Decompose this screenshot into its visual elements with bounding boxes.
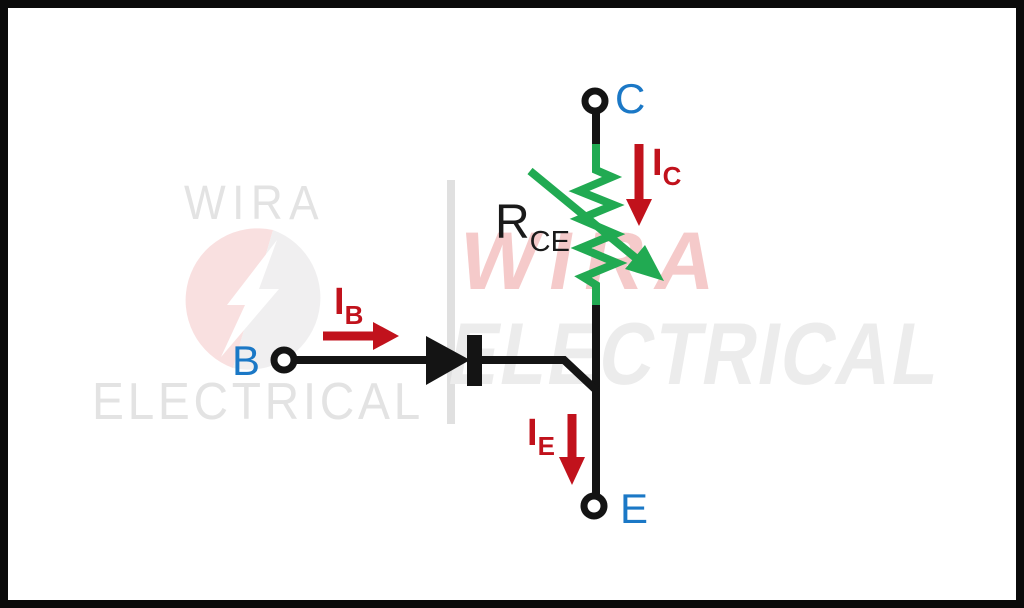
base-terminal-label: B [232, 337, 261, 384]
circuit-schematic [270, 87, 664, 520]
resistor-subscript: CE [529, 226, 570, 258]
collector-current-subscript: C [662, 161, 682, 191]
variable-resistor-arrowhead-icon [625, 245, 664, 281]
collector-current-label: IC [652, 142, 681, 189]
collector-current-arrowhead-icon [626, 199, 652, 226]
watermark-divider [447, 180, 455, 424]
collector-terminal-label: C [615, 75, 646, 122]
base-terminal-node [270, 346, 298, 374]
emitter-current-label: IE [527, 412, 555, 459]
base-current-subscript: B [344, 300, 364, 330]
watermark-layer: WIRA ELECTRICAL WIRA ELECTRICAL [8, 8, 1016, 600]
base-current-arrowhead-icon [373, 322, 399, 350]
watermark-brand-bottom-left: ELECTRICAL [92, 373, 424, 431]
diode-output-wire [482, 356, 599, 393]
emitter-current-subscript: E [537, 431, 555, 461]
diode-triangle-icon [426, 336, 470, 385]
variable-resistor-arrow-shaft [527, 167, 640, 263]
resistor-symbol: R [495, 196, 530, 249]
collector-terminal-node [581, 87, 609, 115]
base-current-label: IB [334, 281, 363, 328]
diode-cathode-bar-icon [467, 335, 482, 386]
logo-right-half [233, 230, 321, 370]
watermark-brand-top: WIRA [184, 177, 326, 230]
emitter-current-arrowhead-icon [559, 457, 585, 485]
resistor-label: RCE [495, 196, 570, 257]
brand-logo [185, 228, 321, 370]
emitter-current-symbol: I [527, 412, 538, 454]
base-current-symbol: I [334, 281, 345, 323]
emitter-terminal-node [580, 492, 608, 520]
emitter-terminal-label: E [620, 485, 649, 532]
collector-current-symbol: I [652, 142, 663, 184]
logo-left-half [185, 228, 273, 368]
lightning-bolt-icon [221, 240, 279, 357]
